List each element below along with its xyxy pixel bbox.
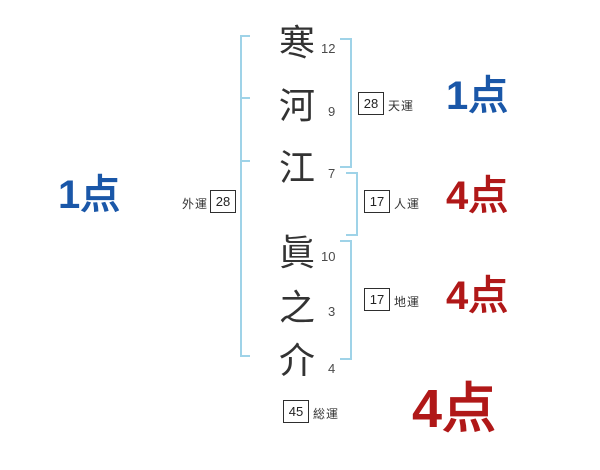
name-char: 河	[278, 85, 315, 126]
gaiun-label: 外運	[182, 197, 209, 211]
jinun-bracket-tick	[346, 172, 356, 174]
name-char: 寒	[278, 22, 315, 63]
gaiun-bracket-tick	[240, 160, 250, 162]
chiun-value-box: 17	[364, 288, 390, 311]
tenun-value-box: 28	[358, 92, 384, 115]
gaiun-value: 28	[215, 194, 231, 209]
name-char: 介	[278, 340, 315, 381]
chiun-score: 4点	[446, 274, 509, 318]
souun-score: 4点	[412, 379, 497, 439]
jinun-label: 人運	[394, 197, 421, 211]
tenun-score: 1点	[446, 74, 509, 118]
name-char: 之	[278, 287, 315, 328]
tenun-value: 28	[363, 96, 379, 111]
tenun-bracket-tick	[340, 166, 350, 168]
gaiun-score: 1点	[58, 173, 121, 217]
stroke-count: 3	[328, 304, 336, 319]
chiun-label: 地運	[394, 295, 421, 309]
jinun-bracket-tick	[346, 234, 356, 236]
gaiun-bracket-tick	[240, 97, 250, 99]
stroke-count: 7	[328, 166, 336, 181]
souun-label: 総運	[313, 407, 340, 421]
gaiun-value-box: 28	[210, 190, 236, 213]
jinun-value: 17	[369, 194, 385, 209]
name-char: 眞	[278, 232, 315, 273]
tenun-bracket-line	[350, 38, 352, 168]
stroke-count: 10	[321, 249, 336, 264]
stroke-count: 12	[321, 41, 336, 56]
gaiun-bracket-tick	[240, 355, 250, 357]
souun-value: 45	[288, 404, 304, 419]
chiun-bracket-tick	[340, 358, 350, 360]
jinun-value-box: 17	[364, 190, 390, 213]
jinun-score: 4点	[446, 174, 509, 218]
chiun-bracket-line	[350, 240, 352, 360]
tenun-label: 天運	[388, 99, 415, 113]
chiun-bracket-tick	[340, 240, 350, 242]
stroke-count: 9	[328, 104, 336, 119]
tenun-bracket-tick	[340, 38, 350, 40]
souun-value-box: 45	[283, 400, 309, 423]
jinun-bracket-line	[356, 172, 358, 236]
name-char: 江	[278, 147, 315, 188]
chiun-value: 17	[369, 292, 385, 307]
gaiun-bracket-line	[240, 35, 242, 357]
stroke-count: 4	[328, 361, 336, 376]
gaiun-bracket-tick	[240, 35, 250, 37]
